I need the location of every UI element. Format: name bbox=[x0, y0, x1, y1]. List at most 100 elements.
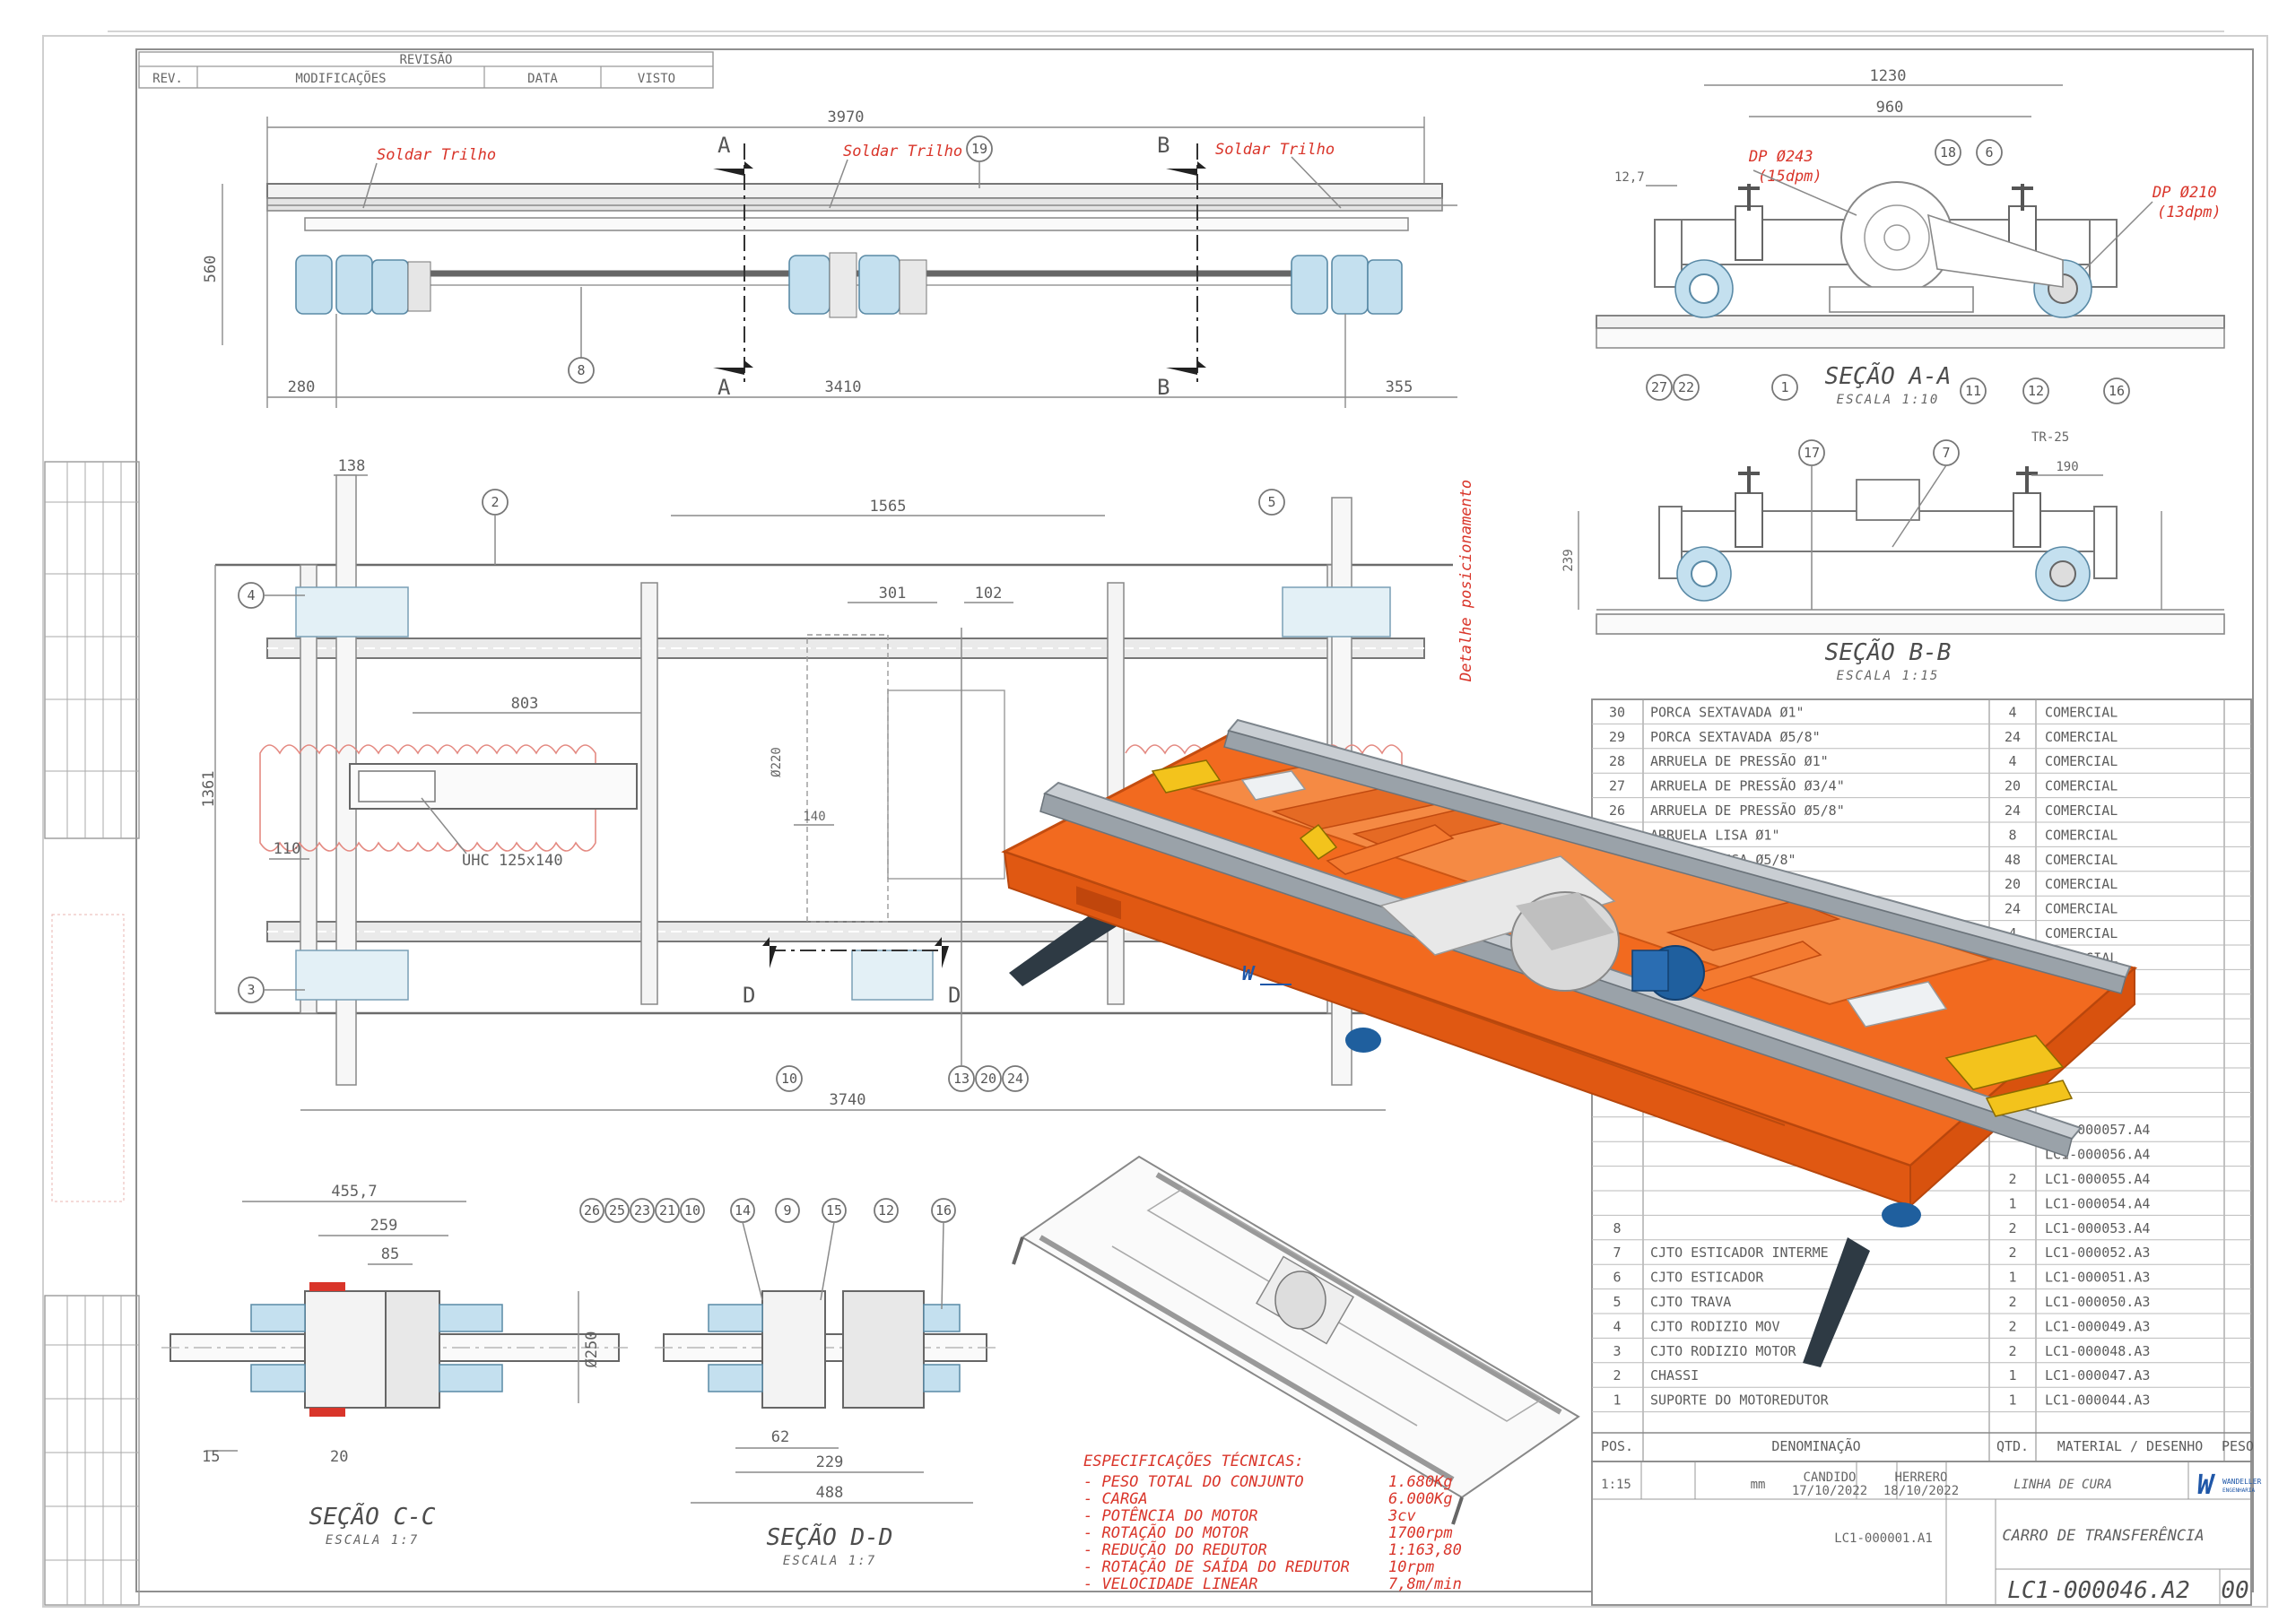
bom-cell-pos: 7 bbox=[1613, 1245, 1621, 1261]
spec-line-7-value: 7,8m/min bbox=[1388, 1575, 1462, 1593]
title-description: CARRO DE TRANSFERÊNCIA bbox=[2002, 1525, 2204, 1545]
svg-text:5: 5 bbox=[1267, 494, 1275, 510]
svg-text:W: W bbox=[1242, 963, 1256, 985]
spec-line-5-value: 1:163,80 bbox=[1388, 1541, 1462, 1559]
dim-plan-left: 138 bbox=[338, 457, 366, 475]
svg-text:18: 18 bbox=[1940, 144, 1956, 160]
spec-line-6-label: - ROTAÇÃO DE SAÍDA DO REDUTOR bbox=[1083, 1557, 1350, 1576]
bom-cell-mat: COMERCIAL bbox=[2045, 827, 2118, 843]
cut-a-bottom: A bbox=[718, 375, 731, 400]
bom-cell-desc: CJTO ESTICADOR INTERME bbox=[1650, 1245, 1829, 1261]
bom-cell-mat: LC1-000050.A3 bbox=[2045, 1294, 2150, 1310]
section-c-c: 455,7 259 85 Ø250 15 20 SEÇÃO C-C ESCALA… bbox=[161, 1183, 628, 1548]
bom-cell-pos: 2 bbox=[1613, 1367, 1621, 1383]
svg-text:1: 1 bbox=[1780, 379, 1788, 395]
bom-cell-qty: 1 bbox=[2008, 1195, 2016, 1211]
dim-plan-102: 102 bbox=[975, 585, 1003, 603]
bom-cell-qty: 20 bbox=[2005, 778, 2021, 794]
cut-a-top: A bbox=[718, 133, 731, 158]
bom-cell-desc: CHASSI bbox=[1650, 1367, 1699, 1383]
gear2-dp-sub: (13dpm) bbox=[2157, 204, 2222, 221]
bom-cell-pos: 29 bbox=[1609, 729, 1625, 745]
bom-cell-pos: 5 bbox=[1613, 1294, 1621, 1310]
bom-cell-qty: 4 bbox=[2008, 753, 2016, 769]
bom-cell-desc: CJTO RODIZIO MOTOR bbox=[1650, 1343, 1797, 1359]
dim-plan-140: 140 bbox=[803, 810, 825, 824]
svg-text:26: 26 bbox=[584, 1202, 600, 1219]
label-uhc: UHC 125x140 bbox=[462, 852, 563, 870]
dim-aa-inner: 960 bbox=[1876, 99, 1904, 117]
bom-cell-desc: CJTO ESTICADOR bbox=[1650, 1270, 1764, 1286]
section-b-b: TR-25 190 239 17 7 SEÇÃO B-B ESCALA 1:15 bbox=[1561, 430, 2225, 683]
bom-header-desc: DENOMINAÇÃO bbox=[1771, 1437, 1860, 1454]
bom-cell-qty: 2 bbox=[2008, 1343, 2016, 1359]
section-bb-scale: ESCALA 1:15 bbox=[1837, 669, 1940, 683]
bom-cell-pos: 4 bbox=[1613, 1318, 1621, 1334]
bom-cell-pos: 3 bbox=[1613, 1343, 1621, 1359]
bom-cell-mat: LC1-000054.A4 bbox=[2045, 1195, 2150, 1211]
dim-dd-62: 62 bbox=[771, 1428, 789, 1446]
title-block: 1:15 mm CANDIDO 17/10/2022 HERRERO 18/10… bbox=[1591, 1461, 2262, 1606]
balloon-7: 7 bbox=[1933, 439, 1960, 466]
title-unit: mm bbox=[1751, 1478, 1766, 1492]
svg-text:15: 15 bbox=[826, 1202, 842, 1219]
svg-text:23: 23 bbox=[634, 1202, 650, 1219]
dim-plan-301: 301 bbox=[879, 585, 907, 603]
bom-cell-pos: 27 bbox=[1609, 778, 1625, 794]
balloon-12: 12 bbox=[2022, 377, 2049, 404]
balloon-6: 6 bbox=[1976, 139, 2003, 166]
revision-header-visto: VISTO bbox=[638, 72, 675, 86]
balloon-10: 10 bbox=[776, 1065, 803, 1092]
spec-line-3-label: - POTÊNCIA DO MOTOR bbox=[1083, 1505, 1257, 1525]
svg-text:12: 12 bbox=[878, 1202, 894, 1219]
bom-cell-mat: COMERCIAL bbox=[2045, 925, 2118, 941]
bom-cell-mat: COMERCIAL bbox=[2045, 802, 2118, 819]
cut-d-right: D bbox=[948, 983, 961, 1008]
company-name: WANDELLER bbox=[2222, 1478, 2262, 1486]
revision-header-rev: REV. bbox=[152, 72, 183, 86]
bom-cell-desc: ARRUELA DE PRESSÃO Ø1" bbox=[1650, 752, 1829, 769]
bom-cell-qty: 24 bbox=[2005, 729, 2021, 745]
svg-text:20: 20 bbox=[980, 1071, 996, 1087]
company-logo: W WANDELLER ENGENHARIA bbox=[2197, 1470, 2262, 1501]
bom-cell-pos: 28 bbox=[1609, 753, 1625, 769]
balloon-16-dd: 16 bbox=[931, 1198, 956, 1223]
dim-top-overall: 3970 bbox=[828, 108, 865, 126]
dim-bb-239: 239 bbox=[1561, 549, 1576, 571]
title-drawing-no: LC1-000046.A2 bbox=[2007, 1577, 2190, 1604]
bom-cell-desc: CJTO TRAVA bbox=[1650, 1294, 1731, 1310]
title-checked-by: HERRERO bbox=[1894, 1470, 1947, 1485]
svg-text:27: 27 bbox=[1651, 379, 1667, 395]
bom-cell-qty: 2 bbox=[2008, 1318, 2016, 1334]
wheel-group-left bbox=[295, 255, 431, 315]
spec-line-2-label: - CARGA bbox=[1083, 1490, 1148, 1508]
dim-plan-110: 110 bbox=[274, 840, 301, 858]
balloon-17: 17 bbox=[1798, 439, 1825, 466]
balloon-25: 25 bbox=[604, 1198, 630, 1223]
bom-header-pos: POS. bbox=[1601, 1438, 1633, 1454]
bom-cell-qty: 4 bbox=[2008, 704, 2016, 720]
revision-title: REVISÃO bbox=[399, 52, 452, 67]
balloon-23: 23 bbox=[630, 1198, 655, 1223]
svg-text:13: 13 bbox=[953, 1071, 970, 1087]
bom-header-weight: PESO bbox=[2222, 1438, 2254, 1454]
bom-cell-desc: ARRUELA DE PRESSÃO Ø3/4" bbox=[1650, 777, 1845, 794]
title-checked-date: 18/10/2022 bbox=[1883, 1484, 1959, 1498]
svg-text:16: 16 bbox=[935, 1202, 952, 1219]
dim-plan-center: 1565 bbox=[870, 498, 907, 516]
title-drawn-date: 17/10/2022 bbox=[1792, 1484, 1867, 1498]
section-cc-scale: ESCALA 1:7 bbox=[326, 1533, 419, 1548]
revision-header-date: DATA bbox=[527, 72, 558, 86]
bom-cell-mat: LC1-000049.A3 bbox=[2045, 1318, 2150, 1334]
dim-top-height: 560 bbox=[202, 256, 220, 283]
bom-cell-pos: 6 bbox=[1613, 1270, 1621, 1286]
svg-text:9: 9 bbox=[783, 1202, 791, 1219]
spec-line-7-label: - VELOCIDADE LINEAR bbox=[1083, 1575, 1257, 1593]
cut-b-bottom: B bbox=[1157, 375, 1170, 400]
cut-d-left: D bbox=[743, 983, 755, 1008]
3d-render-transfer-car: W bbox=[1001, 718, 2138, 1367]
spec-line-1-label: - PESO TOTAL DO CONJUNTO bbox=[1083, 1473, 1304, 1491]
svg-text:12: 12 bbox=[2028, 383, 2044, 399]
wheel-group-center bbox=[788, 252, 927, 318]
